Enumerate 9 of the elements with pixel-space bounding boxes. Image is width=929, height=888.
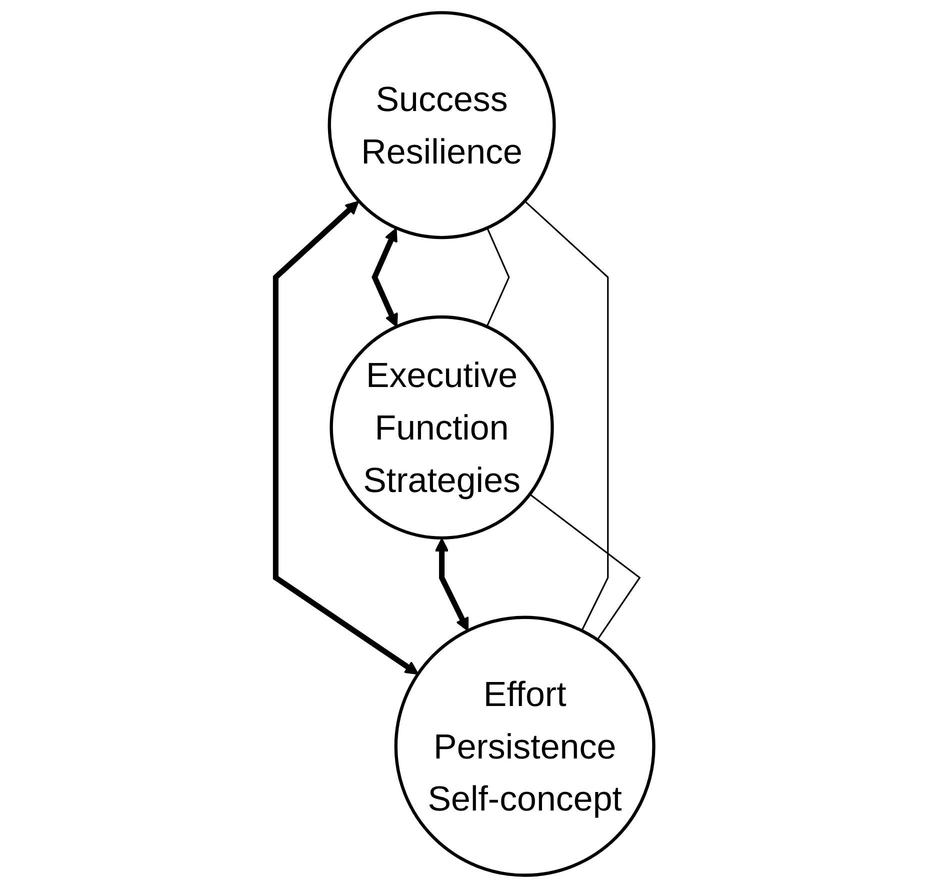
node-circle: Executive Function Strategies bbox=[329, 315, 554, 540]
arrow bbox=[434, 538, 468, 632]
connector bbox=[486, 228, 510, 327]
node-circle: Success Resilience bbox=[328, 11, 556, 240]
connector bbox=[529, 494, 640, 640]
connector bbox=[524, 200, 608, 632]
arrow bbox=[272, 200, 418, 675]
node-circle: Effort Persistence Self-concept bbox=[394, 616, 656, 877]
arrow bbox=[371, 228, 398, 328]
